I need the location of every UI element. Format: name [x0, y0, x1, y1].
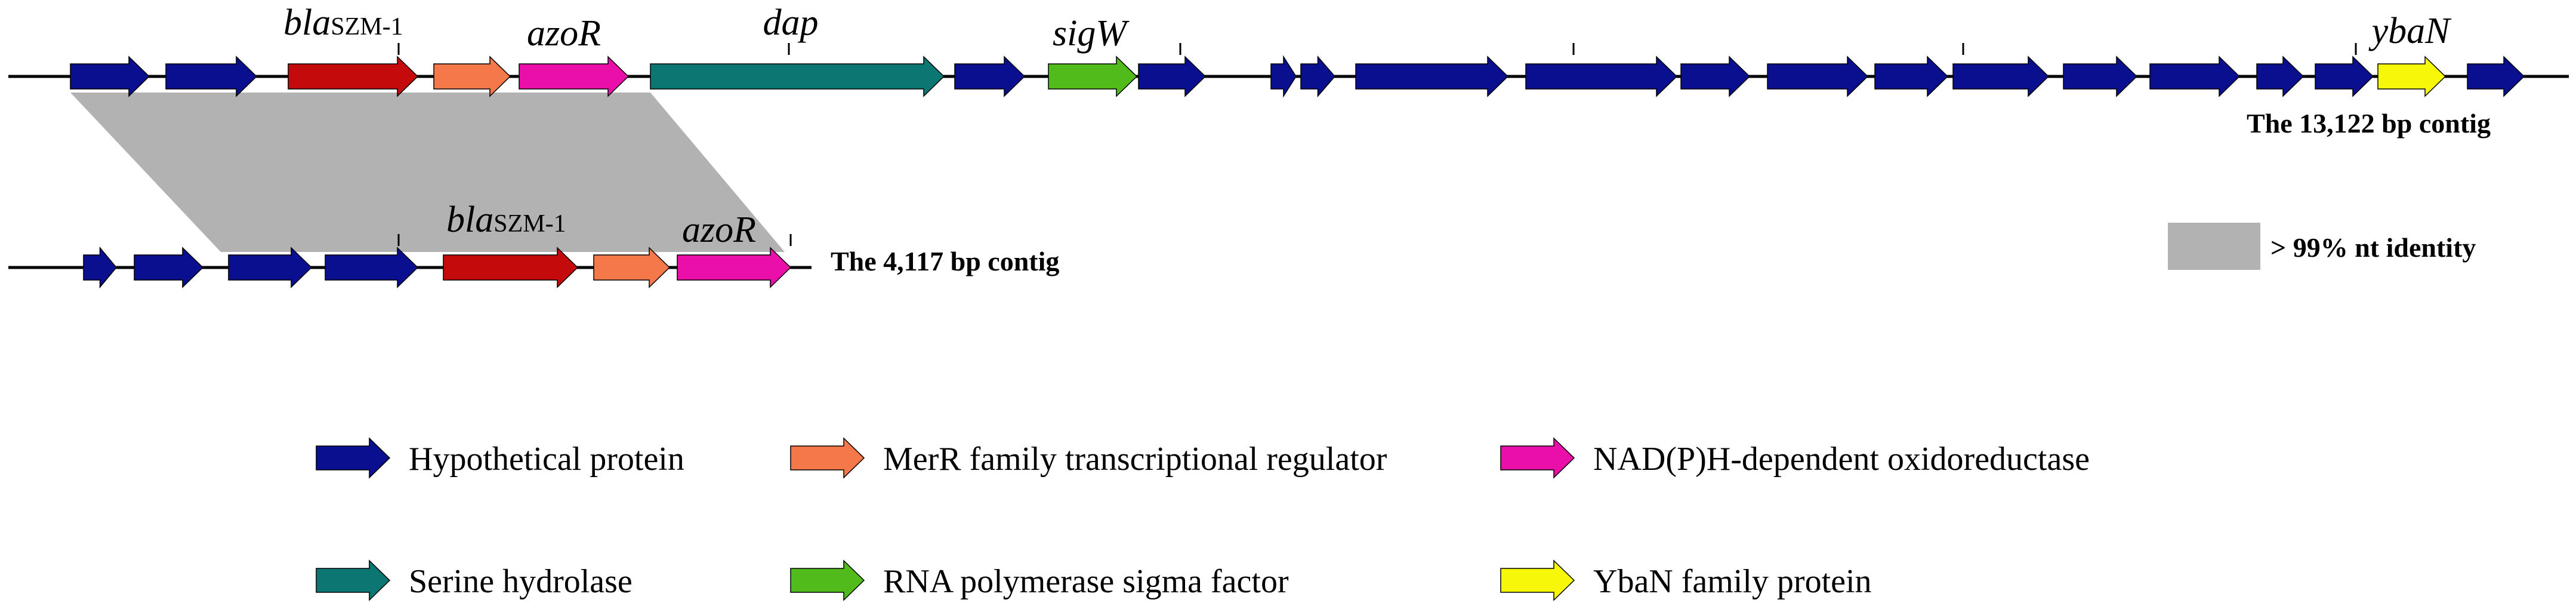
contig-2-ticks	[397, 234, 792, 246]
bla-szm1-label-contig-1: blaSZM-1	[283, 2, 403, 43]
contig-1-genes	[70, 55, 2525, 98]
legend-swatch-sigma	[790, 559, 865, 601]
contig-2-gene-arrow-1	[83, 246, 117, 289]
contig-2-gene-arrow-3	[228, 247, 313, 288]
identity-legend-label: > 99% nt identity	[2270, 232, 2476, 263]
contig-1-gene-arrow-23	[2467, 56, 2525, 97]
legend-label-azor: NAD(P)H-dependent oxidoreductase	[1593, 441, 2090, 478]
contig-1-gene-arrow-11	[1300, 55, 1335, 98]
contig-2-gene-arrow-2	[134, 247, 204, 288]
contig-1-gene-arrow-4	[433, 56, 511, 97]
legend-swatch-ybaN	[1500, 559, 1575, 601]
contig-1-gene-arrow-16	[1874, 56, 1949, 97]
bla-szm1-label-contig-2-subscript: SZM-1	[493, 210, 566, 238]
contig-1-gene-arrow-2	[165, 56, 258, 97]
contig-1-gene-arrow-20	[2256, 56, 2304, 97]
identity-band	[70, 93, 785, 252]
contig-1-gene-arrow-19	[2149, 56, 2241, 97]
contig-1-gene-arrow-1	[70, 56, 150, 97]
contig-1-gene-arrow-17	[1952, 56, 2050, 97]
legend: Hypothetical protein MerR family transcri…	[316, 437, 2090, 601]
contig-1-gene-arrow-15	[1767, 56, 1869, 97]
contig-1-ticks	[397, 43, 2357, 55]
legend-label-sigma: RNA polymerase sigma factor	[883, 563, 1289, 600]
contig-1-gene-arrow-14	[1680, 56, 1751, 97]
contig-1-gene-arrow-10	[1270, 55, 1297, 98]
contig-1-gene-arrow-22	[2377, 56, 2447, 97]
contig-2-genes	[83, 246, 792, 289]
contig-1-gene-arrow-13	[1525, 56, 1678, 97]
legend-swatch-azor	[1500, 437, 1575, 479]
contig-2-gene-arrow-6	[593, 247, 671, 288]
contig-1-gene-arrow-7	[954, 56, 1026, 97]
legend-label-merr: MerR family transcriptional regulator	[883, 441, 1387, 478]
contig-2-gene-arrow-4	[325, 247, 419, 288]
contig-1-gene-arrow-12	[1355, 56, 1509, 97]
bla-szm1-label-contig-1-subscript: SZM-1	[331, 13, 403, 41]
bla-szm1-label-contig-2: blaSZM-1	[446, 199, 566, 240]
legend-label-serine: Serine hydrolase	[409, 563, 633, 600]
legend-swatch-hypothetical	[316, 437, 391, 479]
contig-1-gene-arrow-3	[288, 56, 419, 97]
sigw-label: sigW	[1053, 13, 1130, 54]
ybaN-label: ybaN	[2368, 11, 2452, 51]
legend-swatch-serine	[316, 559, 391, 601]
azor-label-contig-1: azoR	[527, 13, 601, 54]
legend-swatch-merr	[790, 437, 865, 479]
contig-1-gene-arrow-6	[650, 56, 945, 97]
dap-label: dap	[763, 2, 819, 43]
contig-1-label: The 13,122 bp contig	[2247, 108, 2491, 139]
contig-1-gene-arrow-18	[2063, 56, 2138, 97]
azor-label-contig-2: azoR	[682, 210, 756, 250]
gene-labels: blaSZM-1 azoR dap sigW ybaN blaSZM-1 azoR	[283, 2, 2452, 250]
identity-legend-swatch	[2168, 223, 2260, 270]
legend-label-ybaN: YbaN family protein	[1593, 563, 1872, 600]
contig-1-gene-arrow-21	[2315, 56, 2374, 97]
contig-1-gene-arrow-9	[1138, 56, 1207, 97]
contig-1-gene-arrow-8	[1048, 56, 1138, 97]
legend-label-hypothetical: Hypothetical protein	[409, 441, 684, 478]
contig-1-gene-arrow-5	[519, 56, 630, 97]
contig-2-gene-arrow-5	[443, 247, 579, 288]
contig-2-gene-arrow-7	[677, 247, 792, 288]
contig-2-label: The 4,117 bp contig	[831, 246, 1059, 276]
